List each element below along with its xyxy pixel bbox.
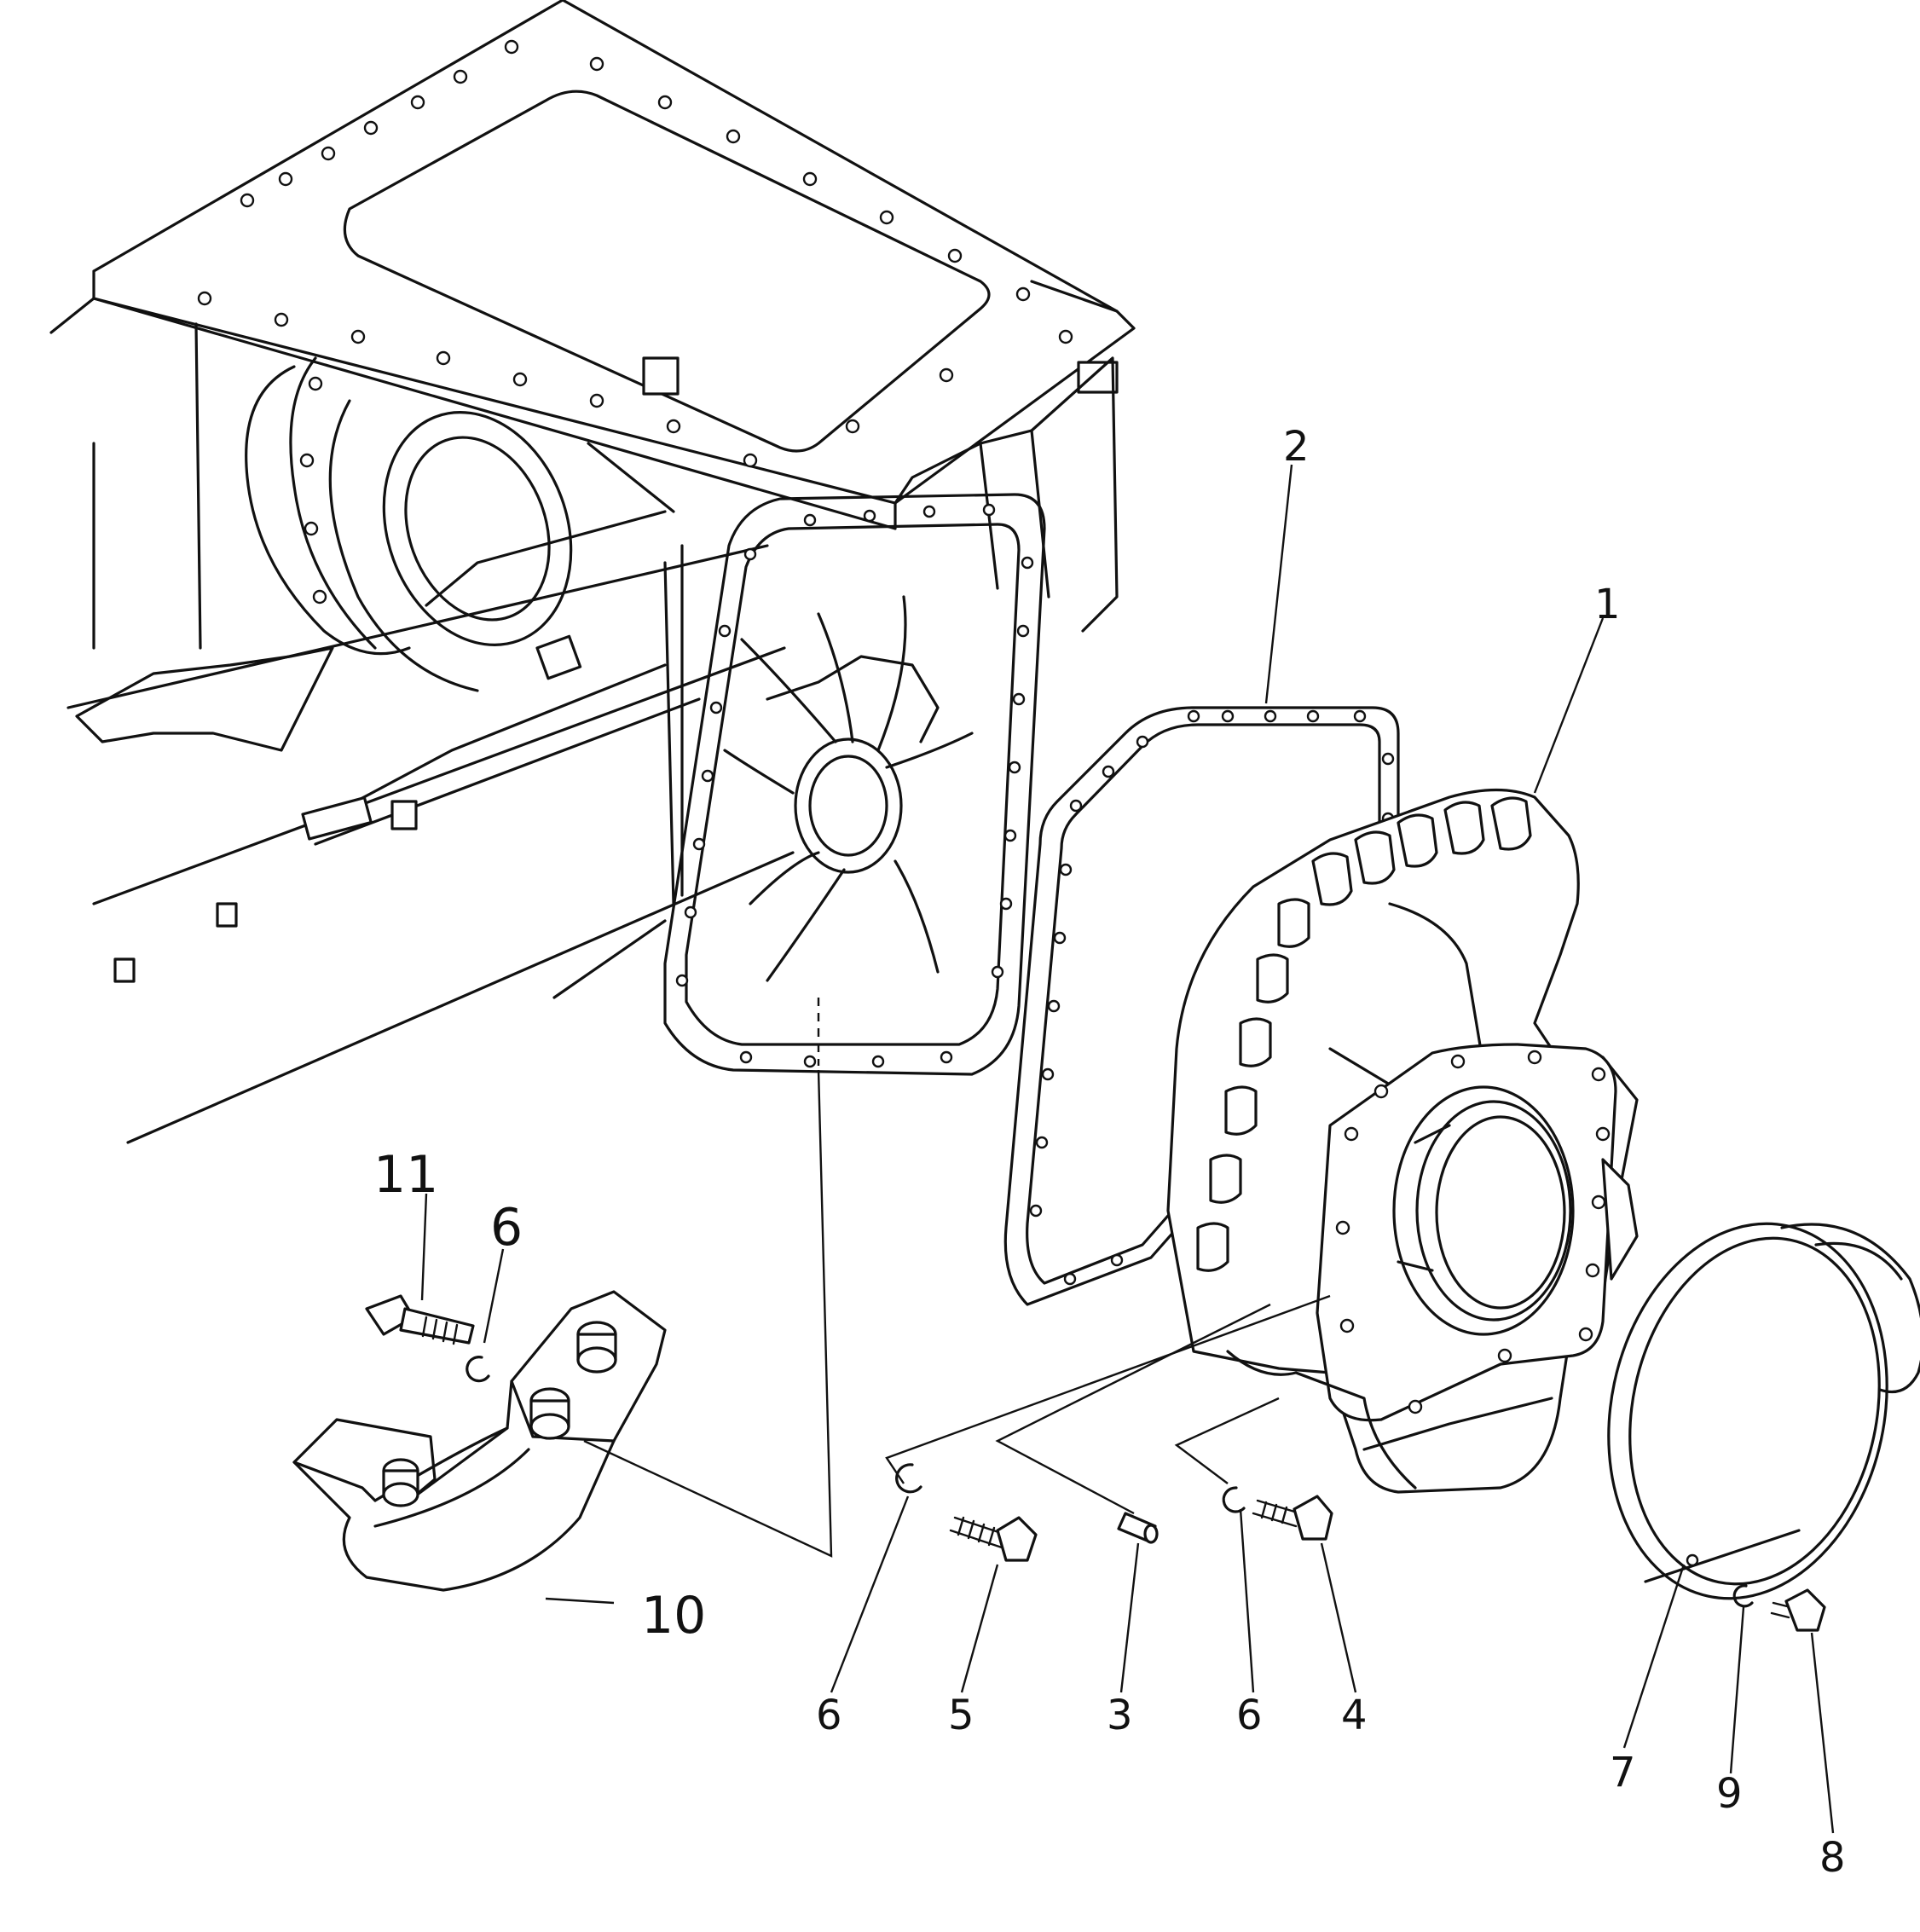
washer-part-6-lower-right (1222, 1486, 1246, 1513)
bolt-part-5 (949, 1516, 1038, 1562)
cover-housing-part-1 (1166, 788, 1639, 1494)
callout-10: 10 (641, 1586, 706, 1646)
dowel-pin-part-3 (1117, 1512, 1159, 1544)
bearing-flange-holes (1335, 1050, 1611, 1414)
bracket-studs (382, 1321, 617, 1507)
seal-cover-part-7 (1607, 1222, 1920, 1600)
callout-6-lower-left: 6 (816, 1692, 842, 1739)
leader-lines (420, 464, 1835, 1834)
washer-part-6-lower-left (895, 1463, 922, 1494)
case-rear-flange (663, 493, 1046, 1076)
bolt-part-8 (1770, 1588, 1826, 1632)
bolt-part-11 (365, 1294, 475, 1345)
callout-11: 11 (373, 1145, 438, 1205)
gasket-part-2 (1003, 706, 1400, 1306)
callout-2: 2 (1283, 423, 1310, 471)
case-bolt-holes (197, 39, 1073, 604)
bracket-part-10 (292, 1290, 667, 1592)
callout-7: 7 (1610, 1749, 1636, 1796)
callout-4: 4 (1341, 1692, 1368, 1739)
callout-3: 3 (1107, 1692, 1133, 1739)
callout-1: 1 (1594, 581, 1621, 628)
callout-8: 8 (1819, 1834, 1846, 1882)
bolt-part-4 (1252, 1495, 1333, 1541)
transmission-case (49, 0, 1136, 1144)
gasket-bolt-holes (1029, 709, 1395, 1286)
housing-bolt-lugs (1196, 796, 1532, 1272)
washer-part-6-upper (466, 1356, 490, 1383)
washer-part-9 (1732, 1584, 1754, 1608)
flange-bolt-holes (675, 503, 1034, 1068)
callout-6-lower-right: 6 (1236, 1692, 1263, 1739)
callout-9: 9 (1716, 1770, 1743, 1818)
callout-6-upper: 6 (490, 1198, 523, 1258)
callout-labels: 1 2 3 4 5 6 6 6 7 8 9 10 11 (373, 423, 1846, 1882)
callout-5: 5 (948, 1692, 974, 1739)
